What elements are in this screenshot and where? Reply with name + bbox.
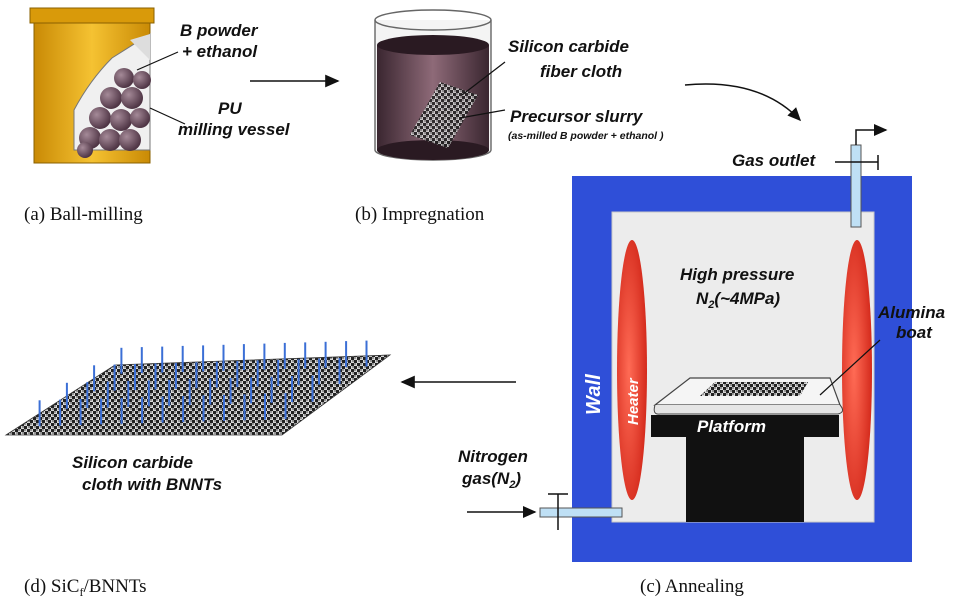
heater-label: Heater [625, 377, 642, 425]
caption-b: (b) Impregnation [355, 204, 485, 225]
boat-label: boat [896, 323, 933, 342]
alumina-label: Alumina [877, 303, 945, 322]
gas-outlet-label: Gas outlet [732, 151, 816, 170]
caption-d: (d) SiCf/BNNTs [24, 576, 147, 599]
gas-outlet-pipe [850, 144, 862, 228]
fiber-cloth [410, 82, 478, 148]
product-label-2: cloth with BNNTs [82, 475, 222, 494]
heater-right [842, 240, 872, 500]
platform [651, 415, 839, 437]
platform-label: Platform [697, 417, 766, 436]
ethanol-label: + ethanol [182, 42, 258, 61]
outlet-arrow [855, 124, 888, 145]
furnace [467, 124, 912, 562]
milling-vessel-label: milling vessel [178, 120, 291, 139]
pressure-label: High pressure [680, 265, 794, 284]
fiber-label: Silicon carbide [508, 37, 629, 56]
powder-label: B powder [180, 21, 259, 40]
slurry-label: Precursor slurry [510, 107, 644, 126]
product-cloth [4, 340, 392, 436]
bnnt-array [38, 340, 368, 427]
milling-balls [77, 68, 151, 158]
arrow-b-to-c [684, 83, 802, 122]
slurry-note: (as-milled B powder + ethanol ) [508, 130, 664, 142]
heater-left [617, 240, 647, 500]
fiber-cloth-label: fiber cloth [540, 62, 622, 81]
sic-cloth [4, 354, 392, 436]
nitrogen-gas-label: gas(N2) [461, 469, 521, 491]
caption-c: (c) Annealing [640, 576, 744, 597]
milling-vessel [29, 7, 186, 164]
nitrogen-inlet-pipe [539, 507, 623, 518]
platform-stand [686, 437, 804, 522]
boat-cloth [700, 382, 808, 396]
product-label: Silicon carbide [72, 453, 193, 472]
wall-label: Wall [583, 374, 605, 415]
impregnation-beaker [374, 9, 506, 161]
pu-label: PU [218, 99, 242, 118]
caption-a: (a) Ball-milling [24, 204, 143, 225]
pressure-value: N2(~4MPa) [696, 289, 780, 311]
nitrogen-label: Nitrogen [458, 447, 528, 466]
